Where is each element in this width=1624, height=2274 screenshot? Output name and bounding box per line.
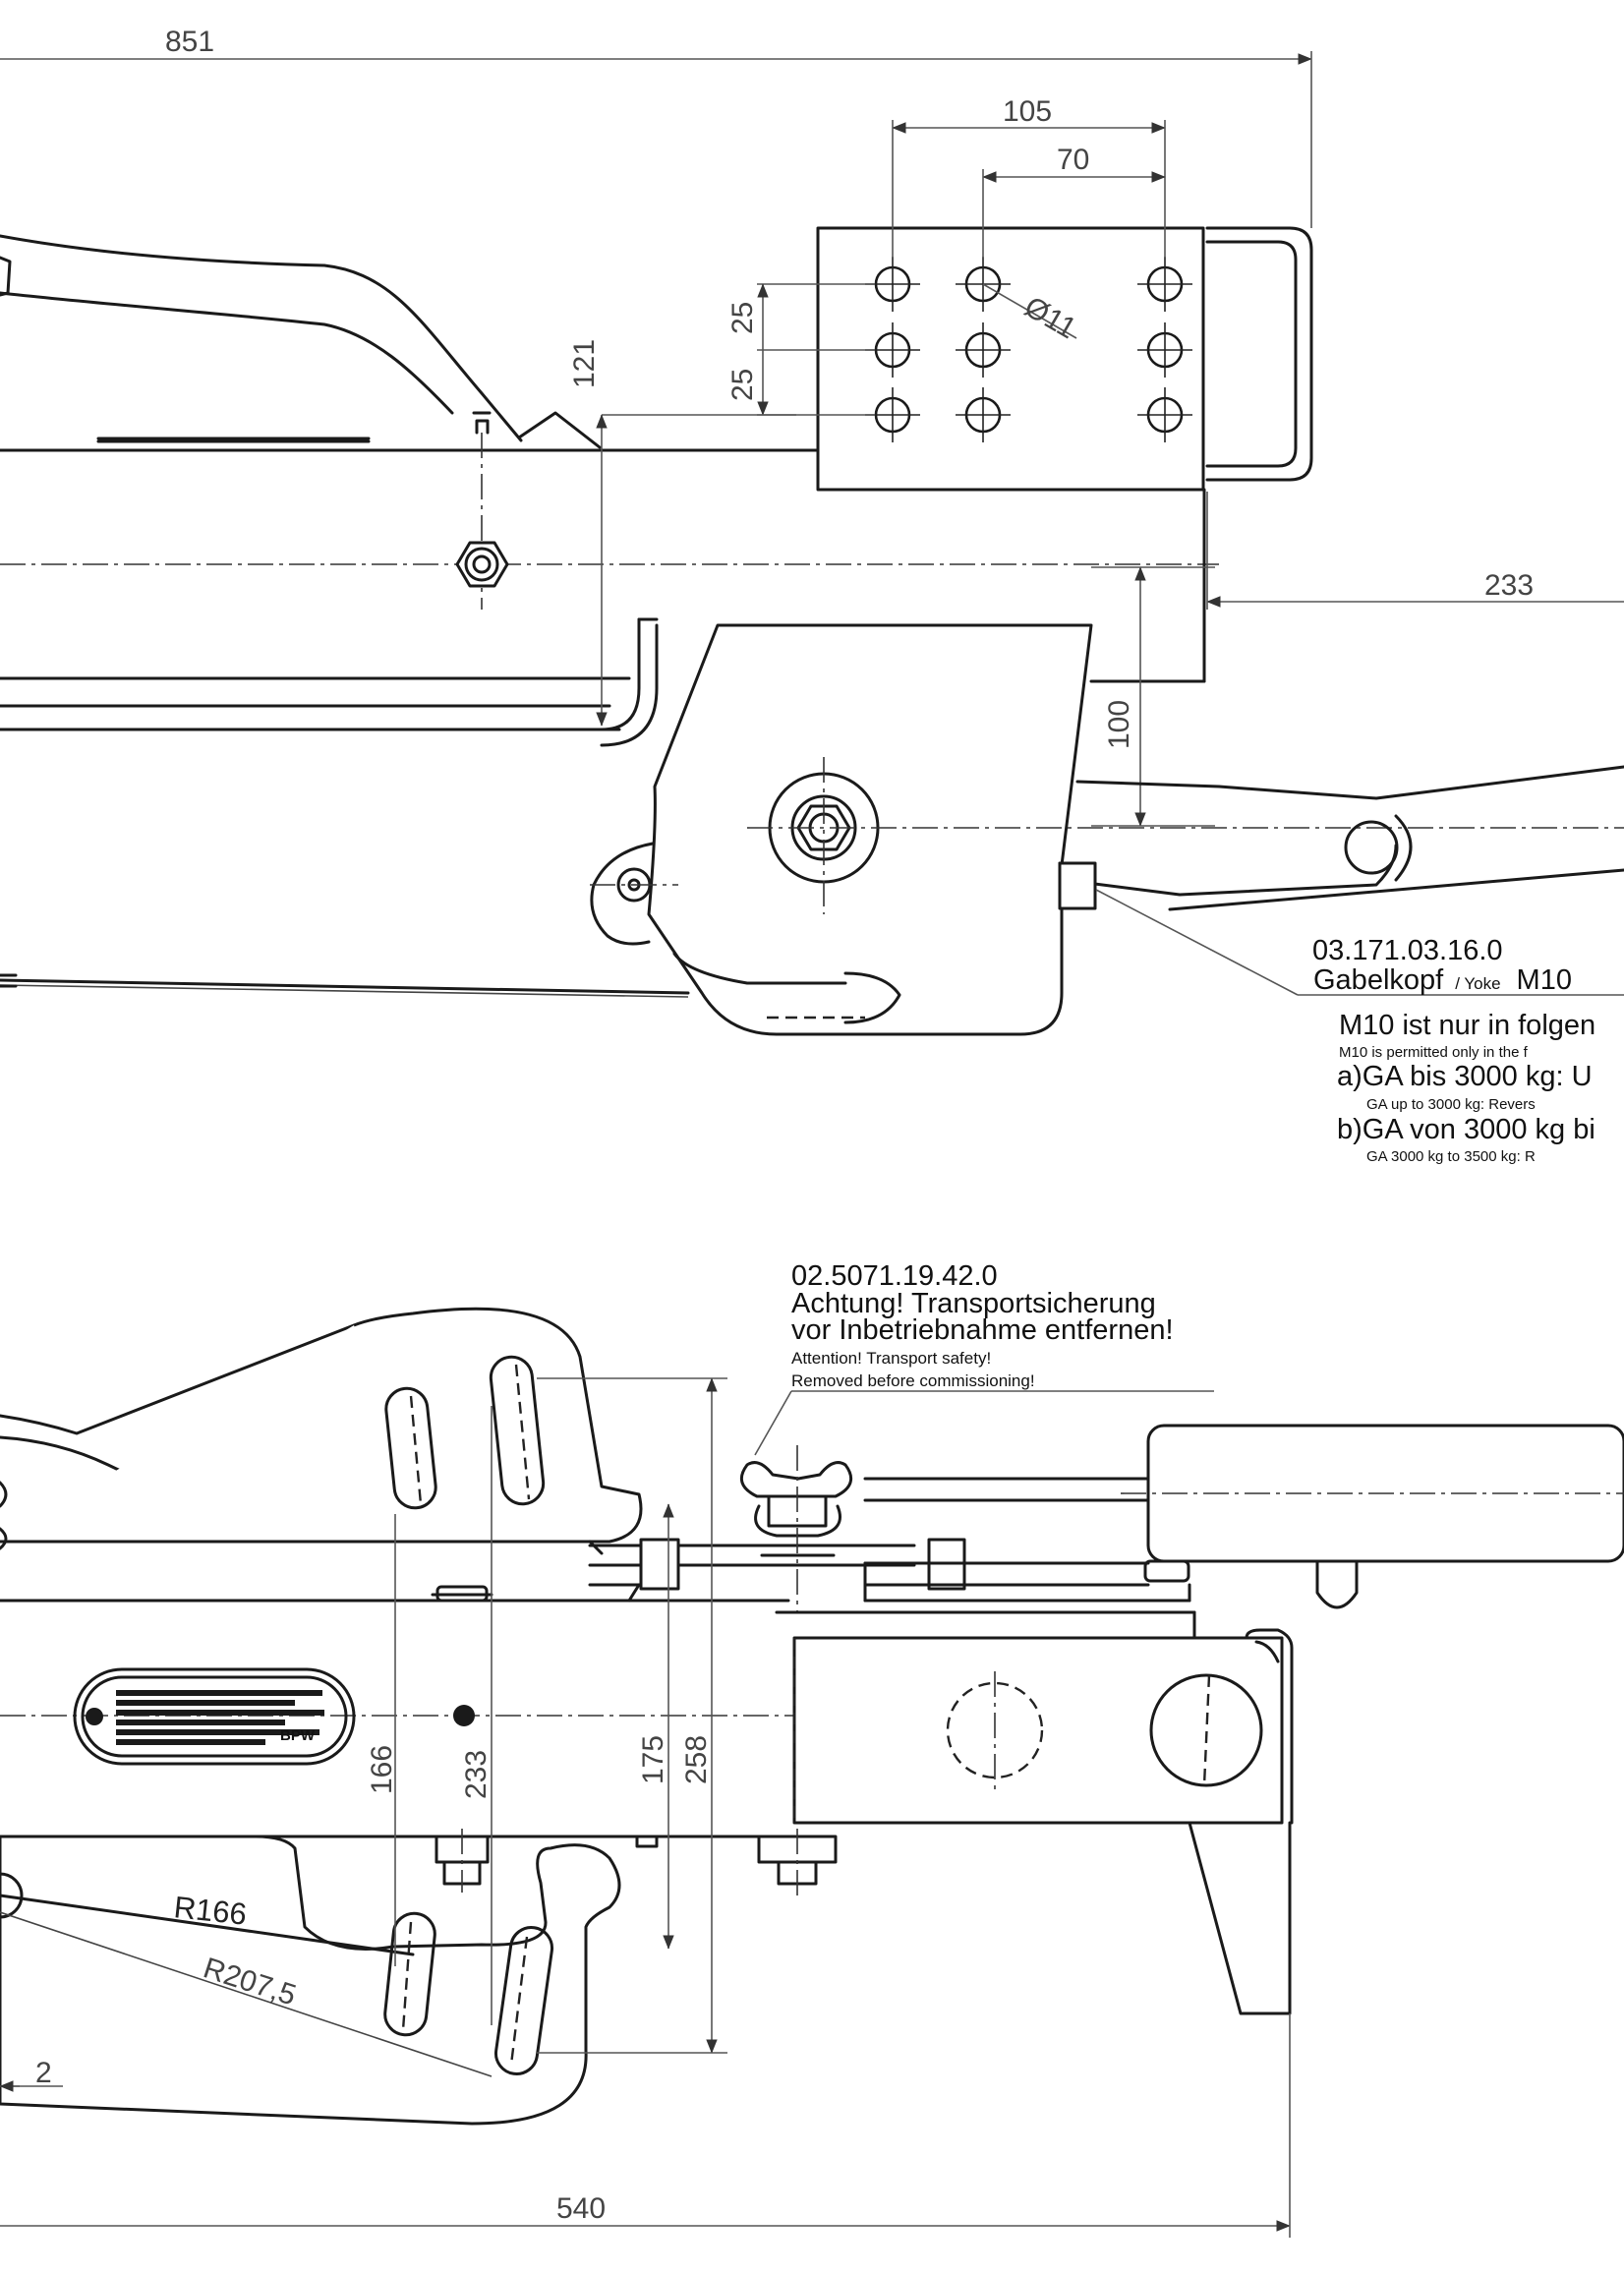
dimension-233-bottom-label: 233 [460,1750,493,1799]
side-view: 851 [0,26,1624,1165]
case-b-de: b)GA von 3000 kg bi [1337,1114,1595,1145]
pitch-25-upper-label: 25 [726,302,759,334]
dimension-540-label: 540 [556,2192,606,2225]
lever-top [0,1307,643,1550]
dimension-258: 258 [537,1377,727,2054]
dimension-540: 540 [0,2013,1291,2238]
lever-lower [0,1835,621,2126]
dimension-175-label: 175 [637,1735,669,1784]
dimension-2-label: 2 [35,2057,52,2089]
dimension-2: 2 [0,2057,63,2092]
transport-callout: 02.5071.19.42.0 Achtung! Transportsicher… [754,1260,1214,1456]
yoke-label-de: Gabelkopf [1313,964,1444,996]
dimension-70-label: 70 [1057,144,1089,176]
dimension-233-top: 233 [1206,492,1624,610]
dimension-100: 100 [1091,566,1215,827]
bolt-heads-lower [435,1829,838,1897]
top-view: 02.5071.19.42.0 Achtung! Transportsicher… [0,1260,1624,2238]
dimension-121: 121 [568,339,796,727]
dimension-851-label: 851 [165,26,214,58]
yoke-label: Gabelkopf / Yoke M10 [1313,964,1572,996]
dimension-121-label: 121 [568,339,601,388]
yoke-part-number: 03.171.03.16.0 [1312,935,1503,966]
dimension-233-bottom: 233 [460,1406,493,2025]
case-a-en: GA up to 3000 kg: Revers [1366,1096,1536,1113]
brake-cable [0,973,690,998]
dimension-258-label: 258 [680,1735,713,1784]
transport-warning-de-2: vor Inbetriebnahme entfernen! [791,1314,1174,1346]
rivet-icon [453,1705,475,1726]
case-b-en: GA 3000 kg to 3500 kg: R [1366,1148,1536,1165]
transport-warning-de-1: Achtung! Transportsicherung [791,1288,1156,1319]
transport-part-number: 02.5071.19.42.0 [791,1260,998,1292]
handbrake-lever [0,234,602,449]
dimension-70: 70 [982,144,1166,258]
yoke-callout: 03.171.03.16.0 Gabelkopf / Yoke M10 M10 … [1095,889,1624,1165]
dimension-175: 175 [637,1503,674,1950]
yoke-thread: M10 [1517,964,1572,996]
transport-warning-en-1: Attention! Transport safety! [791,1349,991,1368]
permit-de: M10 ist nur in folgen [1339,1010,1595,1041]
front-housing [775,1610,1294,2015]
adjustment-slots-upper [384,1355,546,1510]
dimension-233-top-label: 233 [1484,569,1534,602]
transport-warning-en-2: Removed before commissioning! [791,1371,1035,1390]
dimension-166: 166 [366,1514,398,1966]
radius-166-label: R166 [172,1890,248,1932]
dimension-100-label: 100 [1103,700,1135,749]
dimension-851: 851 [0,26,1312,228]
dimension-105-label: 105 [1003,95,1052,128]
pitch-25-lower-label: 25 [726,369,759,401]
tube-housing [863,1424,1624,1609]
mounting-plate [816,226,1313,492]
hex-nut [455,541,509,588]
nameplate: BPW [73,1667,356,1766]
damper [1058,765,1624,911]
yoke-label-en: / Yoke [1455,974,1500,993]
overrun-housing [590,617,1624,1036]
dimension-166-label: 166 [366,1745,398,1794]
dimension-105: 105 [892,95,1166,258]
permit-en: M10 is permitted only in the f [1339,1044,1529,1061]
dimension-25-pitch: 25 25 [726,283,875,416]
wing-bolt [739,1445,853,1612]
case-a-de: a)GA bis 3000 kg: U [1337,1061,1593,1092]
nameplate-brand: BPW [280,1727,316,1744]
